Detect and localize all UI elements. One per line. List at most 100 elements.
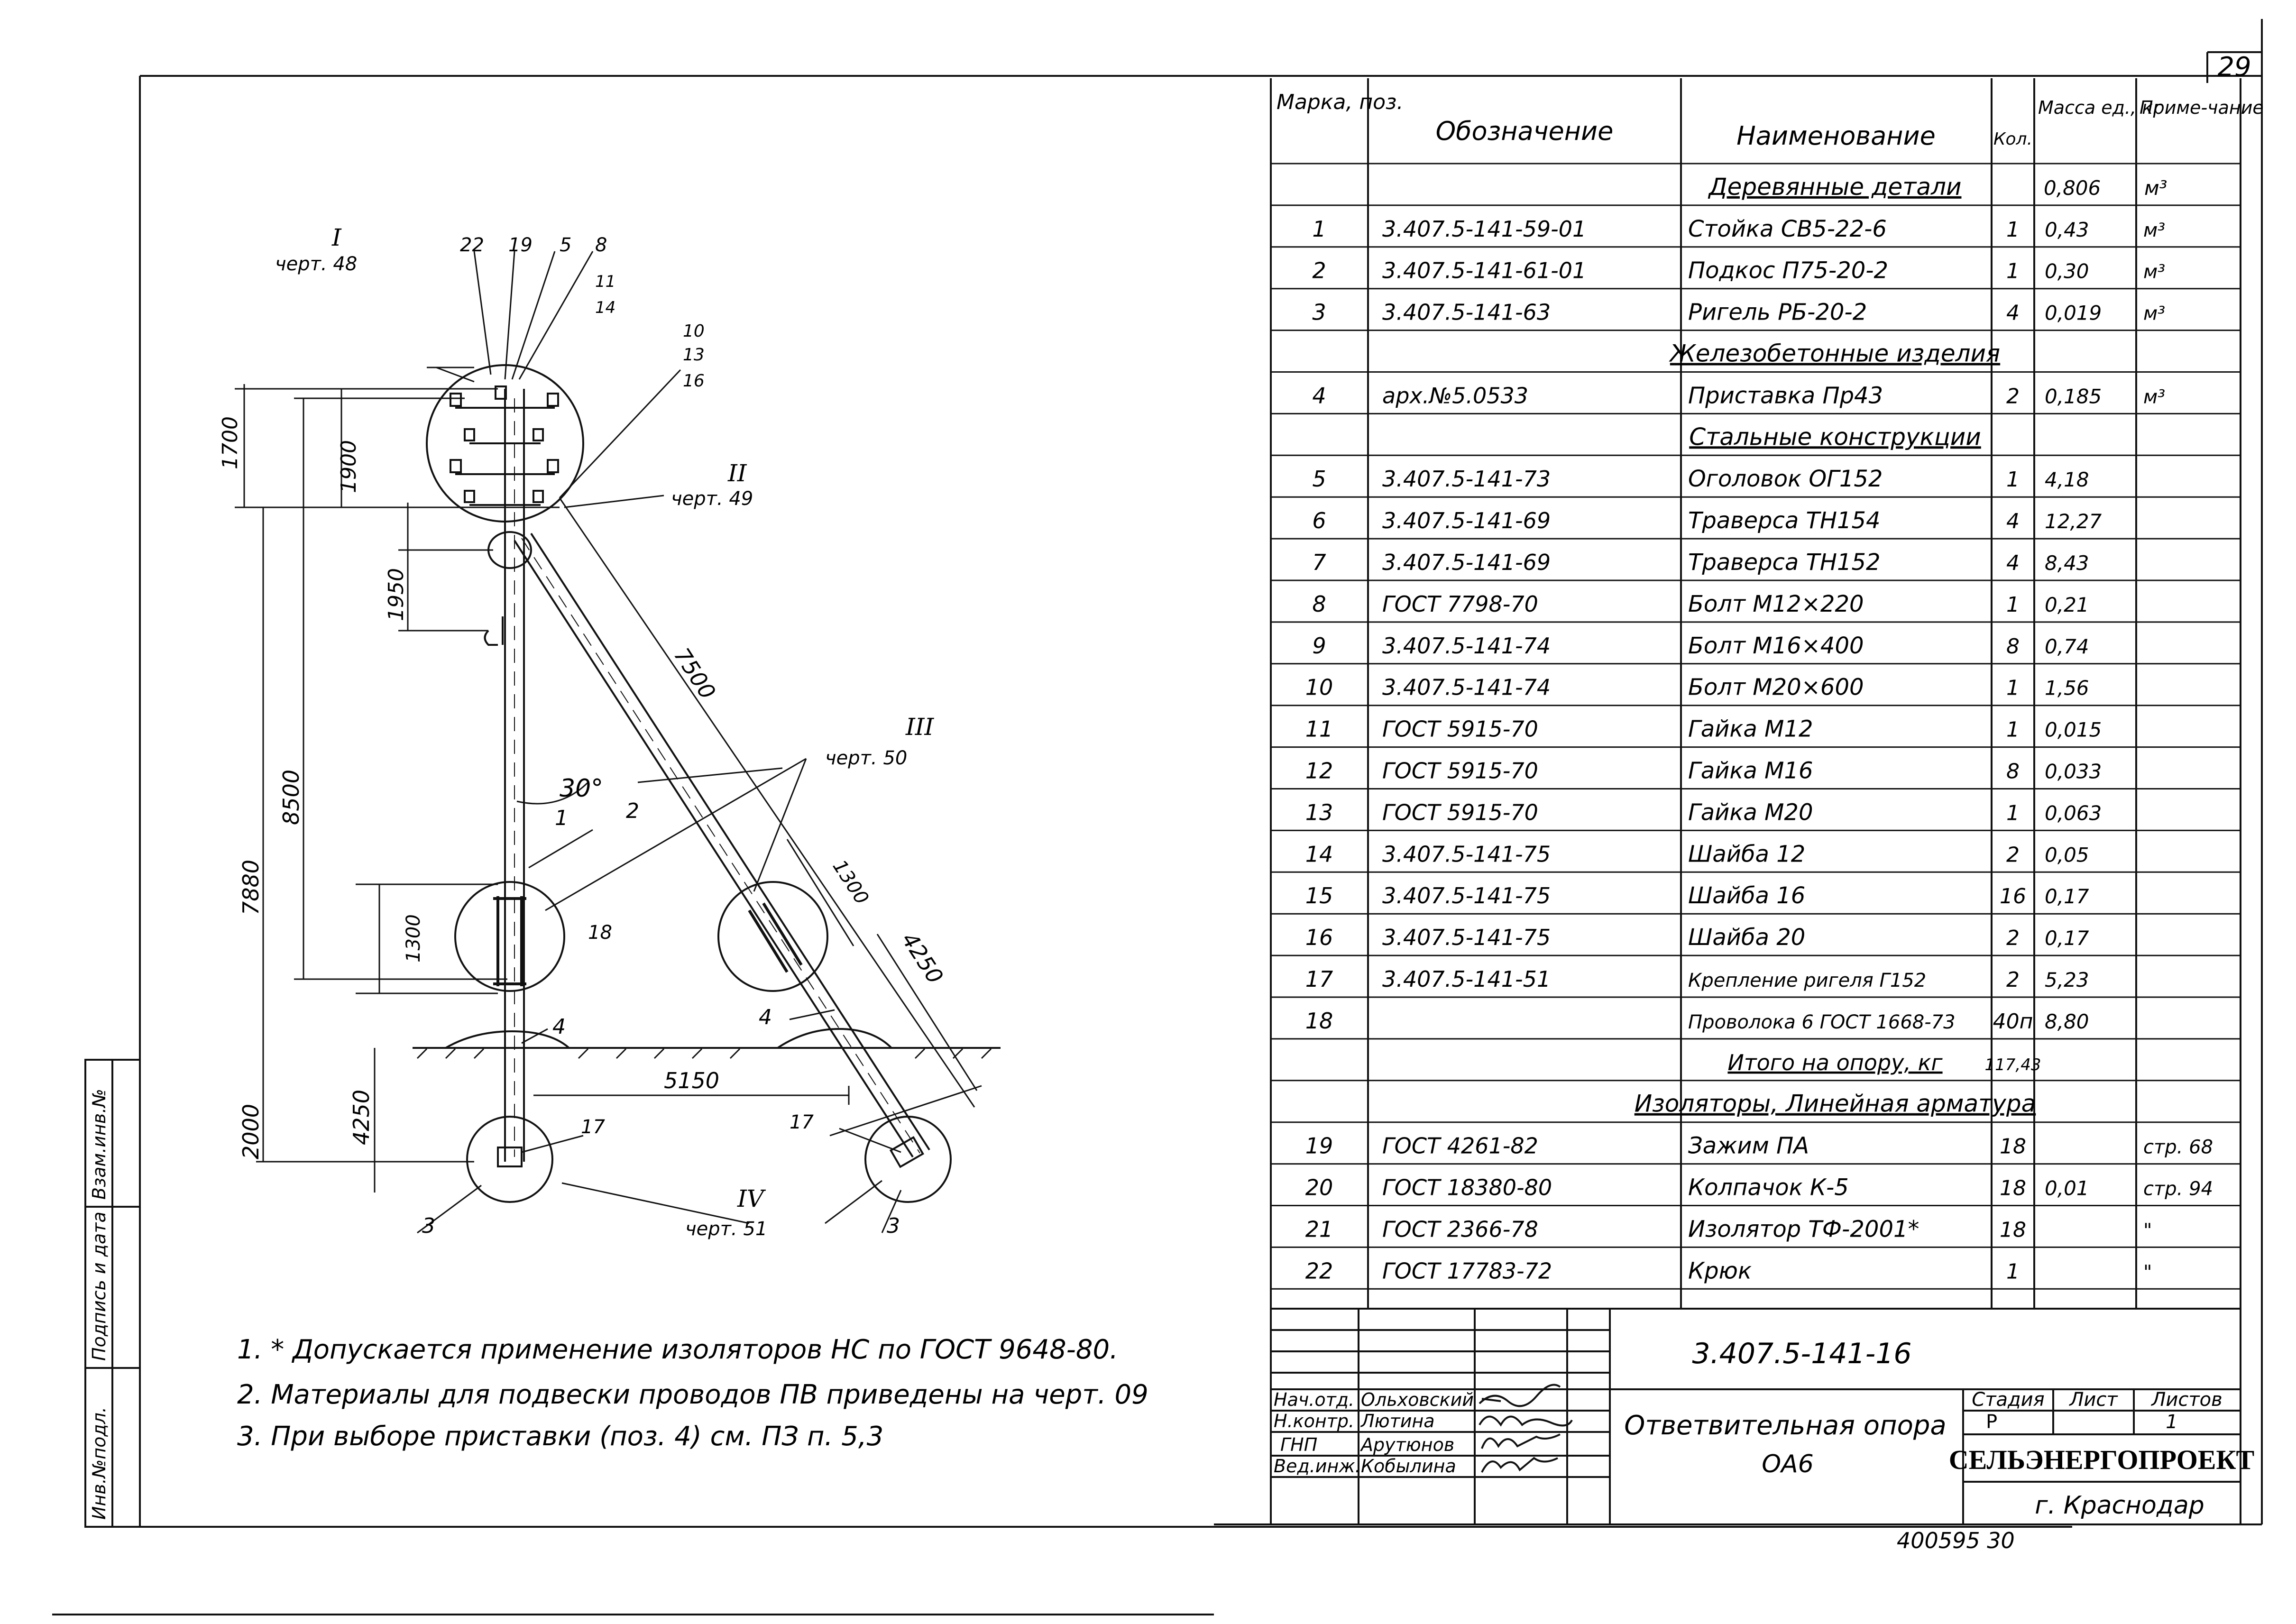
header-naimenovanie: Наименование [1736, 121, 1936, 151]
row-pos: 19 [1305, 1133, 1333, 1159]
row-qty: 18 [2000, 1176, 2026, 1201]
section-title: Железобетонные изделия [1669, 340, 2000, 367]
handwritten-signatures [1479, 1384, 1573, 1473]
pos-1: 1 [555, 806, 568, 830]
row-name: Траверса ТН152 [1688, 549, 1881, 576]
header-marka: Марка, поз. [1277, 90, 1403, 114]
row-mass: 0,185 [2045, 385, 2102, 408]
dim-1950: 1950 [384, 568, 408, 621]
row-qty: 18 [2000, 1135, 2026, 1159]
row-pos: 1 [1312, 216, 1326, 242]
row-name: Болт М12×220 [1688, 591, 1864, 617]
row-qty: 2 [2006, 926, 2020, 950]
title-line-2: ОА6 [1762, 1450, 1814, 1478]
row-qty: 18 [2000, 1218, 2026, 1242]
section-title: Стальные конструкции [1689, 423, 1981, 450]
row-code: 3.407.5-141-74 [1382, 633, 1551, 659]
row-note: стр. 94 [2143, 1178, 2213, 1200]
row-qty: 1 [2006, 593, 2020, 617]
row-code: ГОСТ 7798-70 [1382, 591, 1538, 617]
detail-circles [454, 881, 952, 1203]
row-qty: 2 [2006, 968, 2020, 992]
pos-4-right: 4 [759, 1005, 772, 1029]
pos-17-right: 17 [790, 1111, 814, 1133]
pos-3-left: 3 [422, 1214, 435, 1238]
row-name: Колпачок К-5 [1688, 1174, 1849, 1201]
row-mass: 0,74 [2045, 635, 2089, 658]
row-pos: 13 [1305, 799, 1333, 825]
dim-4250-left: 4250 [349, 1090, 374, 1145]
dim-7880: 7880 [238, 860, 264, 915]
total-mass: 117,43 [1985, 1055, 2041, 1074]
row-name: Оголовок ОГ152 [1688, 466, 1883, 492]
header-massa: Масса ед., кг [2038, 97, 2163, 118]
callout-III-ref: черт. 50 [825, 747, 907, 769]
pos-4-left: 4 [552, 1015, 566, 1039]
row-code: 3.407.5-141-63 [1382, 300, 1551, 325]
side-stamp-inv-podl: Инв.№подл. [89, 1407, 110, 1520]
row-pos: 2 [1312, 258, 1326, 284]
sig-role-4: Вед.инж. [1274, 1456, 1361, 1477]
dim-2000: 2000 [238, 1104, 264, 1159]
row-mass: 0,30 [2045, 260, 2089, 283]
row-qty: 1 [2006, 259, 2020, 284]
row-mass: 0,43 [2045, 218, 2089, 241]
dim-1300-left: 1300 [403, 914, 424, 963]
row-pos: 11 [1305, 716, 1333, 742]
dim-5150: 5150 [664, 1068, 719, 1093]
doc-code: 3.407.5-141-16 [1692, 1337, 1911, 1370]
pos-14: 14 [595, 298, 615, 317]
row-qty: 1 [2006, 801, 2020, 825]
row-note: м³ [2143, 261, 2165, 283]
row-qty: 16 [2000, 884, 2026, 908]
pos-8: 8 [595, 234, 607, 256]
row-pos: 4 [1312, 383, 1326, 408]
dim-1900: 1900 [337, 440, 361, 493]
sig-role-1: Нач.отд. [1274, 1389, 1354, 1410]
row-mass: 8,43 [2045, 551, 2089, 575]
sheet-number: 29 [2217, 52, 2251, 83]
row-name: Шайба 20 [1688, 924, 1805, 951]
row-pos: 9 [1312, 633, 1326, 659]
row-code: ГОСТ 4261-82 [1382, 1133, 1538, 1159]
row-name: Стойка СВ5-22-6 [1688, 216, 1887, 242]
row-code: ГОСТ 5915-70 [1382, 758, 1538, 784]
note-3: 3. При выборе приставки (поз. 4) см. ПЗ … [237, 1421, 883, 1452]
row-name: Болт М16×400 [1688, 633, 1864, 659]
dim-8500: 8500 [278, 770, 304, 825]
row-mass: 8,80 [2045, 1010, 2089, 1033]
notes: 1. * Допускается применение изоляторов Н… [237, 1334, 1148, 1452]
bottom-stamp: 400595 30 [1897, 1528, 2015, 1553]
row-mass: 0,17 [2045, 927, 2089, 950]
callout-II-ref: черт. 49 [671, 488, 753, 510]
row-mass: 0,17 [2045, 885, 2089, 908]
pos-10: 10 [683, 321, 705, 341]
section-title: Изоляторы, Линейная арматура [1635, 1090, 2036, 1118]
sheets-value: 1 [2166, 1411, 2177, 1433]
row-pos: 14 [1305, 841, 1333, 867]
callout-IV-ref: черт. 51 [685, 1218, 767, 1240]
row-mass: 0,033 [2045, 760, 2102, 783]
row-note: м³ [2143, 303, 2165, 325]
row-name: Приставка Пр43 [1688, 382, 1883, 409]
row-note: " [2143, 1220, 2152, 1241]
row-qty: 2 [2006, 384, 2020, 408]
row-code: 3.407.5-141-74 [1382, 675, 1551, 700]
sig-role-2: Н.контр. [1274, 1411, 1354, 1431]
dim-4250-right: 4250 [897, 928, 948, 989]
section-title: Деревянные детали [1708, 173, 1962, 201]
spec-table-header: Марка, поз. Обозначение Наименование Кол… [1277, 90, 2264, 151]
row-qty: 4 [2006, 509, 2020, 533]
row-name: Гайка М20 [1688, 799, 1813, 826]
row-note: " [2143, 1261, 2152, 1283]
row-mass: 4,18 [2045, 468, 2089, 491]
spec-table: Марка, поз. Обозначение Наименование Кол… [1270, 78, 2264, 1309]
pos-22: 22 [460, 234, 484, 256]
row-qty: 4 [2006, 551, 2020, 575]
org-name: СЕЛЬЭНЕРГОПРОЕКТ [1949, 1444, 2255, 1475]
row-qty: 1 [2006, 1259, 2020, 1284]
row-name: Шайба 16 [1688, 882, 1805, 909]
header-kol: Кол. [1993, 129, 2032, 149]
row-pos: 6 [1312, 508, 1326, 533]
